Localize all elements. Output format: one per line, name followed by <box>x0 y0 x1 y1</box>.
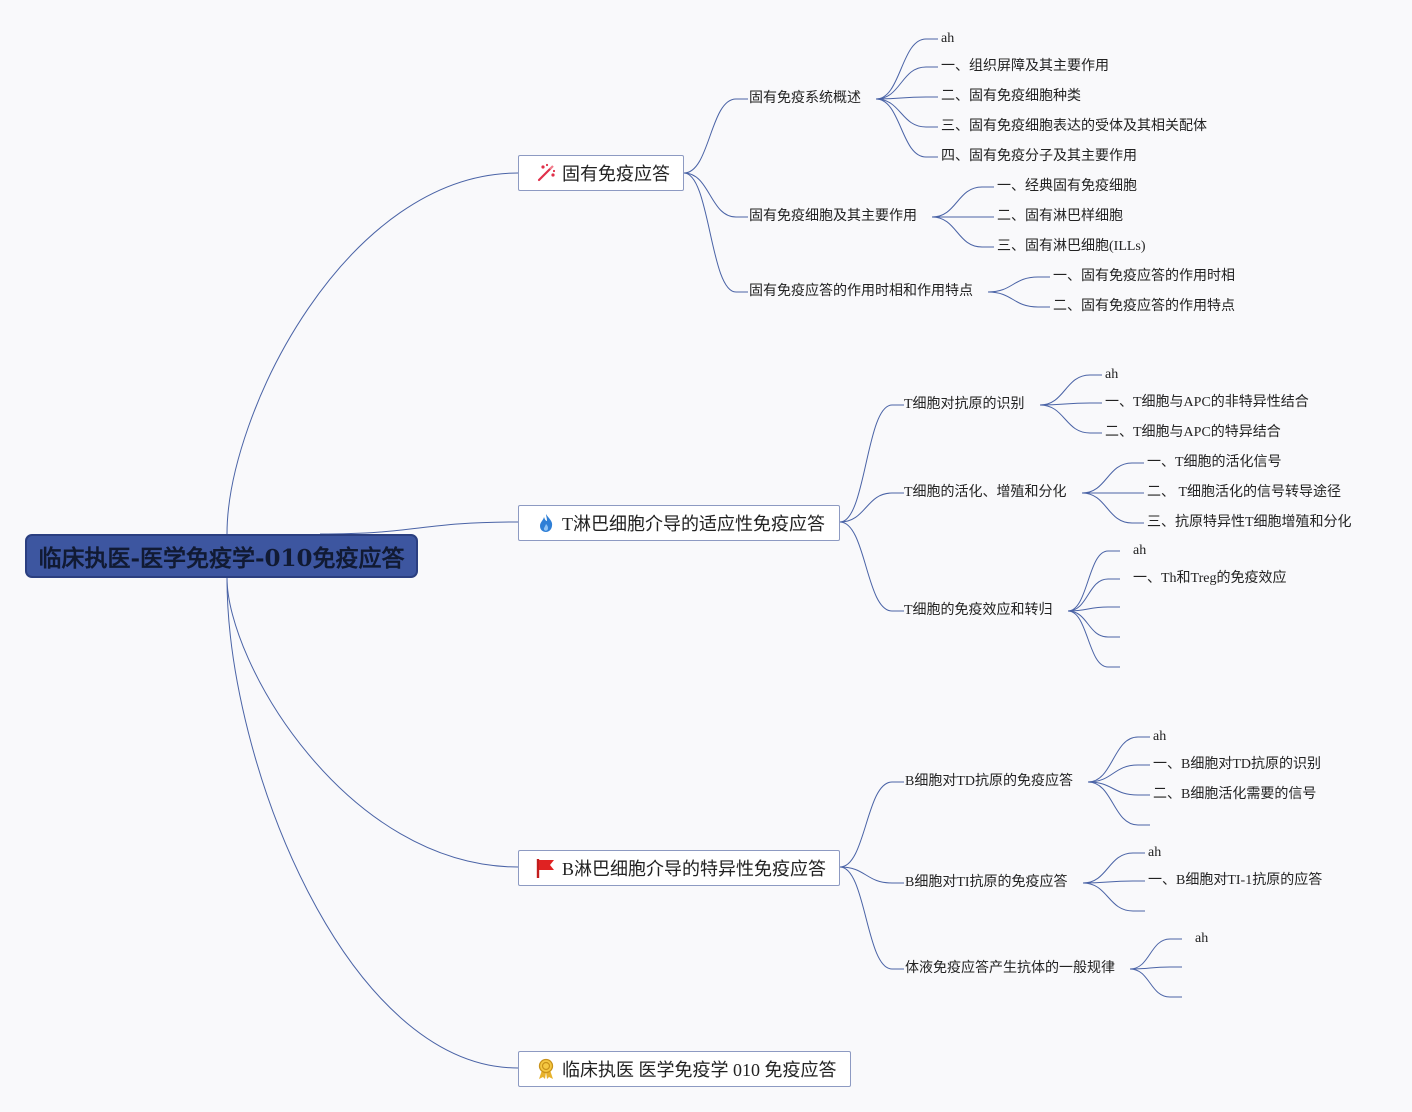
connector-line <box>1087 736 1139 783</box>
leaf-item[interactable]: ah <box>1148 845 1162 860</box>
leaf-item[interactable]: 三、抗原特异性T细胞增殖和分化 <box>1147 515 1352 530</box>
branch-summary[interactable]: 临床执医 医学免疫学 010 免疫应答 <box>518 1051 851 1087</box>
connector-line <box>1039 404 1091 434</box>
connector-line <box>987 291 1039 308</box>
leaf-item[interactable]: 一、固有免疫应答的作用时相 <box>1053 269 1235 284</box>
connector-line <box>1129 938 1171 970</box>
branch-b-cell-immunity[interactable]: B淋巴细胞介导的特异性免疫应答 <box>518 850 840 886</box>
connector-line <box>319 521 519 535</box>
connector-line <box>1067 550 1109 612</box>
connector-line <box>226 577 519 868</box>
connector-line <box>1082 880 1134 884</box>
connector-line <box>1129 966 1171 970</box>
topic-t-activation[interactable]: T细胞的活化、增殖和分化 <box>904 485 1067 500</box>
award-ribbon-icon <box>535 1058 557 1080</box>
connector-line <box>1129 968 1171 998</box>
leaf-item[interactable]: ah <box>1153 729 1167 744</box>
connector-line <box>683 172 737 293</box>
connector-line <box>1087 781 1139 826</box>
connector-line <box>1039 402 1091 406</box>
connector-line <box>875 98 927 128</box>
connector-line <box>226 577 519 1069</box>
leaf-item[interactable]: 一、T细胞与APC的非特异性结合 <box>1105 395 1309 410</box>
central-topic[interactable]: 临床执医-医学免疫学-010免疫应答 <box>25 534 418 578</box>
connector-line <box>1087 764 1139 783</box>
sparkle-wand-icon <box>535 162 557 184</box>
leaf-item[interactable]: 一、经典固有免疫细胞 <box>997 179 1137 194</box>
connector-line <box>1067 578 1109 612</box>
branch-label: 临床执医 医学免疫学 010 免疫应答 <box>562 1060 837 1080</box>
leaf-item[interactable]: 一、Th和Treg的免疫效应 <box>1133 571 1287 586</box>
flag-icon <box>535 857 557 879</box>
topic-innate-phases[interactable]: 固有免疫应答的作用时相和作用特点 <box>749 284 973 299</box>
connector-line <box>839 492 893 523</box>
topic-t-antigen-recognition[interactable]: T细胞对抗原的识别 <box>904 397 1025 412</box>
connector-line <box>875 66 927 100</box>
connector-line <box>1067 610 1109 668</box>
leaf-item[interactable]: ah <box>1133 543 1147 558</box>
connector-line <box>931 216 983 248</box>
connector-line <box>839 866 893 970</box>
connector-line <box>839 781 893 868</box>
connector-line <box>839 521 893 612</box>
connector-line <box>839 866 893 884</box>
connector-line <box>875 96 927 100</box>
topic-innate-cells[interactable]: 固有免疫细胞及其主要作用 <box>749 209 917 224</box>
topic-antibody-rules[interactable]: 体液免疫应答产生抗体的一般规律 <box>905 961 1115 976</box>
topic-t-effector[interactable]: T细胞的免疫效应和转归 <box>904 603 1053 618</box>
leaf-item[interactable]: 一、T细胞的活化信号 <box>1147 455 1282 470</box>
connector-line <box>875 98 927 158</box>
leaf-item[interactable]: 二、固有免疫细胞种类 <box>941 89 1081 104</box>
connector-line <box>987 276 1039 293</box>
branch-label: T淋巴细胞介导的适应性免疫应答 <box>562 514 825 534</box>
connector-line <box>226 172 519 535</box>
branch-t-cell-immunity[interactable]: T淋巴细胞介导的适应性免疫应答 <box>518 505 840 541</box>
branch-innate-immunity[interactable]: 固有免疫应答 <box>518 155 684 191</box>
connector-line <box>1082 882 1134 912</box>
connector-line <box>931 186 983 218</box>
leaf-item[interactable]: ah <box>1195 931 1209 946</box>
topic-innate-overview[interactable]: 固有免疫系统概述 <box>749 91 861 106</box>
flame-icon <box>535 512 557 534</box>
leaf-item[interactable]: ah <box>941 31 955 46</box>
leaf-item[interactable]: 一、组织屏障及其主要作用 <box>941 59 1109 74</box>
leaf-item[interactable]: 二、T细胞与APC的特异结合 <box>1105 425 1281 440</box>
branch-label: 固有免疫应答 <box>562 164 670 184</box>
connector-line <box>1081 462 1133 494</box>
leaf-item[interactable]: 四、固有免疫分子及其主要作用 <box>941 149 1137 164</box>
topic-b-td-response[interactable]: B细胞对TD抗原的免疫应答 <box>905 774 1073 789</box>
leaf-item[interactable]: 三、固有淋巴细胞(ILLs) <box>997 239 1146 254</box>
connector-line <box>683 172 737 218</box>
leaf-item[interactable]: 二、 T细胞活化的信号转导途径 <box>1147 485 1342 500</box>
connector-line <box>1039 374 1091 406</box>
connector-line <box>875 38 927 100</box>
leaf-item[interactable]: 二、B细胞活化需要的信号 <box>1153 787 1317 802</box>
leaf-item[interactable]: 二、固有淋巴样细胞 <box>997 209 1123 224</box>
connector-line <box>1067 610 1109 638</box>
leaf-item[interactable]: 三、固有免疫细胞表达的受体及其相关配体 <box>941 119 1207 134</box>
connector-line <box>1081 492 1133 524</box>
connector-line <box>1082 852 1134 884</box>
leaf-item[interactable]: 一、B细胞对TD抗原的识别 <box>1153 757 1321 772</box>
leaf-item[interactable]: ah <box>1105 367 1119 382</box>
leaf-item[interactable]: 二、固有免疫应答的作用特点 <box>1053 299 1235 314</box>
connector-line <box>839 404 893 523</box>
connector-line <box>1067 606 1109 612</box>
leaf-item[interactable]: 一、B细胞对TI-1抗原的应答 <box>1148 873 1323 888</box>
topic-b-ti-response[interactable]: B细胞对TI抗原的免疫应答 <box>905 875 1068 890</box>
branch-label: B淋巴细胞介导的特异性免疫应答 <box>562 859 827 879</box>
connector-line <box>683 98 737 174</box>
